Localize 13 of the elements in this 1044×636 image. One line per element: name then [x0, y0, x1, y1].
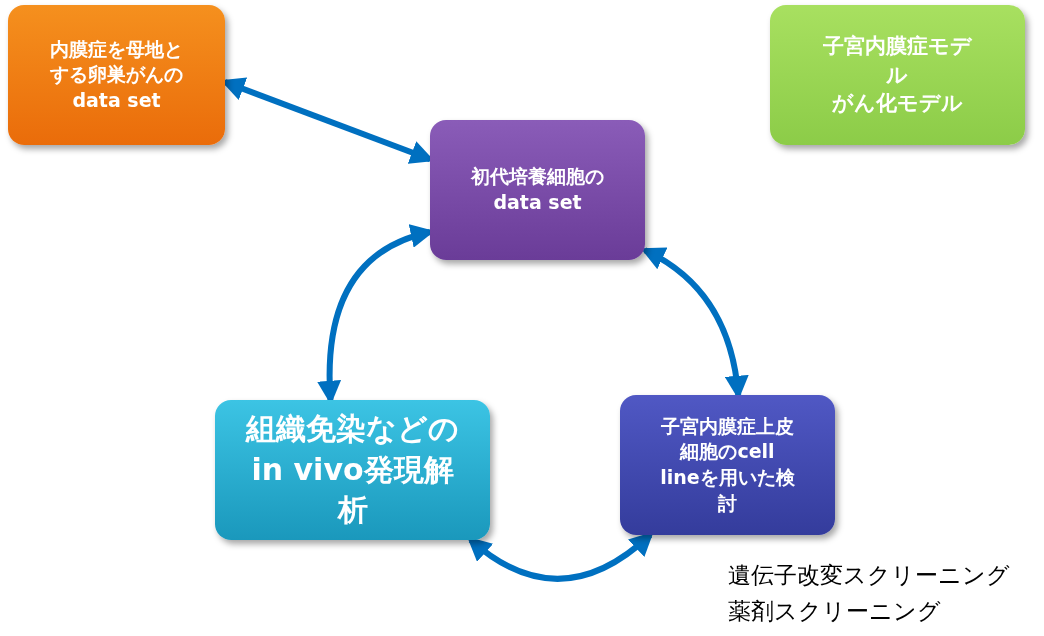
box-text: 子宮内膜症上皮細胞のcell lineを用いた検討 [659, 413, 796, 516]
note-text: 遺伝子改変スクリーニング [728, 561, 1010, 590]
topic-box [770, 5, 1025, 145]
topic-box [215, 400, 490, 540]
topic-box [430, 120, 645, 260]
topic-box [8, 5, 225, 145]
note-text: 薬剤スクリーニング [728, 597, 941, 626]
box-text: 組織免染などのin vivo発現解析 [244, 410, 460, 530]
box-text: 内膜症を母地とする卵巣がんのdata set [49, 36, 184, 113]
topic-box [620, 395, 835, 535]
box-text: 初代培養細胞のdata set [470, 164, 605, 215]
box-text: 子宮内膜症モデル [822, 33, 973, 89]
box-text: がん化モデル [832, 90, 963, 118]
